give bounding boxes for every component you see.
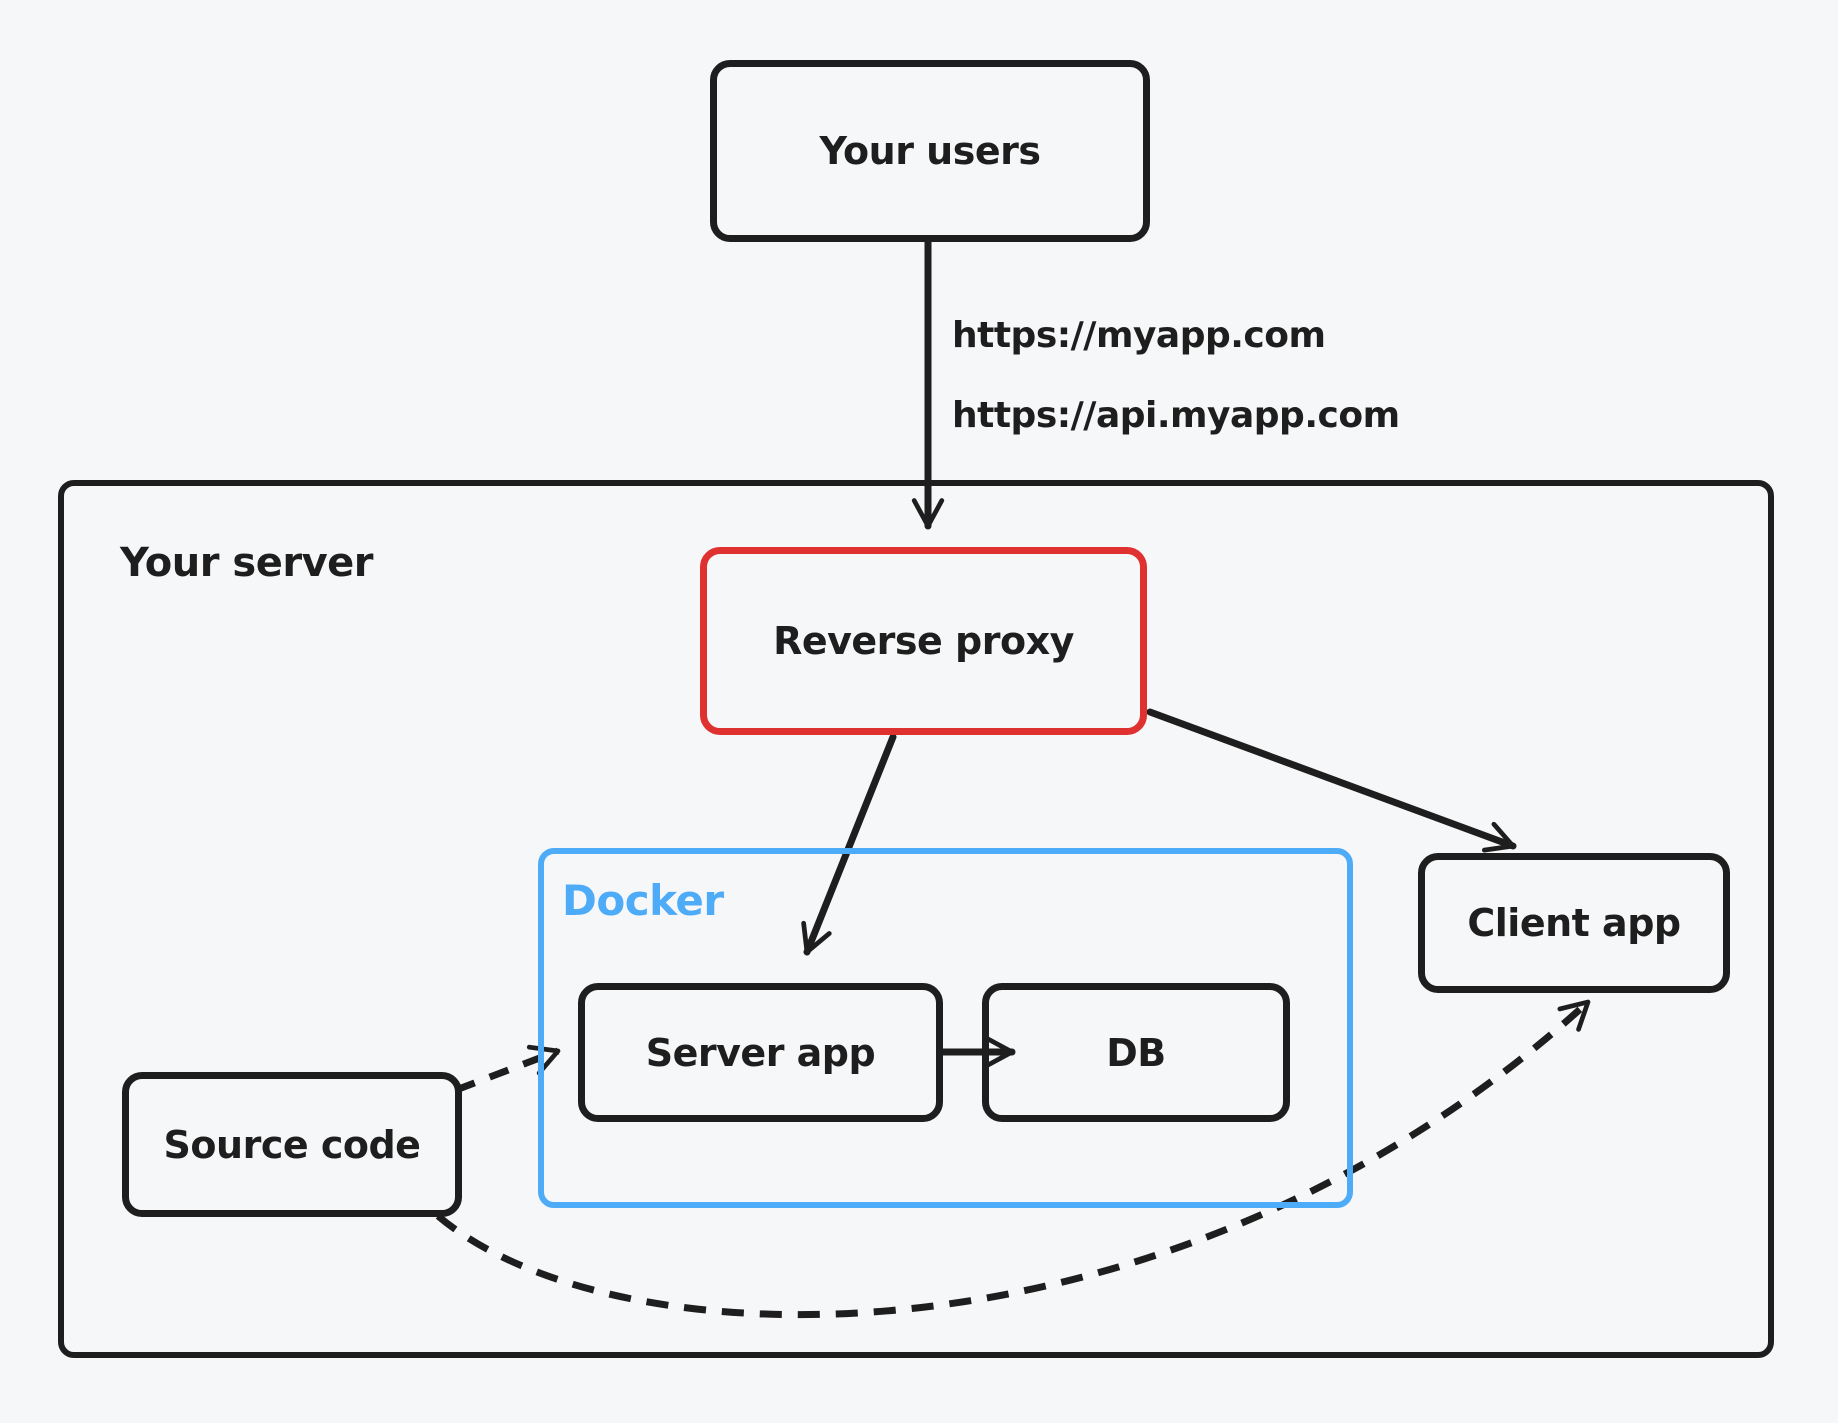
node-db: DB xyxy=(982,983,1290,1122)
node-db-label: DB xyxy=(1106,1030,1166,1075)
node-your-users: Your users xyxy=(710,60,1150,242)
node-client-app-label: Client app xyxy=(1467,901,1681,945)
url-label-api-myapp: https://api.myapp.com xyxy=(952,395,1400,436)
node-source-code-label: Source code xyxy=(163,1122,421,1167)
node-reverse-proxy: Reverse proxy xyxy=(700,547,1147,735)
container-your-server-label: Your server xyxy=(120,540,374,586)
node-your-users-label: Your users xyxy=(819,129,1041,173)
url-label-myapp: https://myapp.com xyxy=(952,315,1326,356)
container-docker-label: Docker xyxy=(562,876,724,925)
container-docker xyxy=(538,848,1353,1208)
node-client-app: Client app xyxy=(1418,853,1730,993)
node-server-app-label: Server app xyxy=(645,1030,876,1075)
node-reverse-proxy-label: Reverse proxy xyxy=(773,619,1074,663)
node-server-app: Server app xyxy=(578,983,943,1122)
node-source-code: Source code xyxy=(122,1072,462,1217)
container-your-server xyxy=(58,480,1774,1358)
edge-url-labels: https://myapp.com https://api.myapp.com xyxy=(952,296,1400,456)
